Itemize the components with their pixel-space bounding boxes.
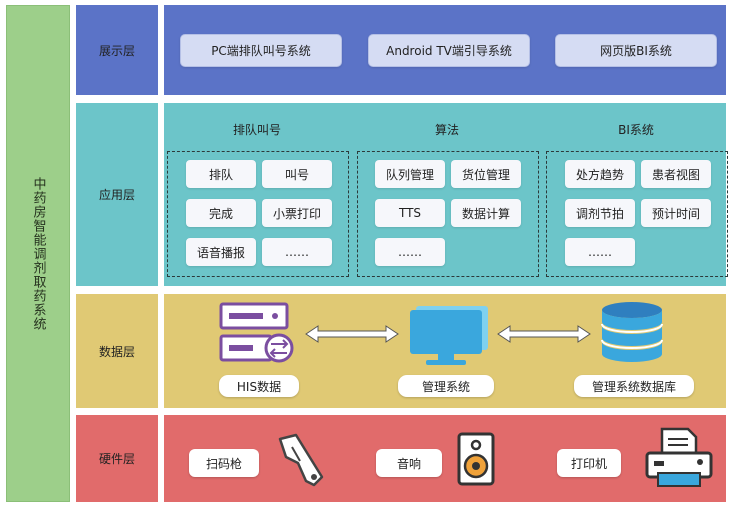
management-system-caption: 管理系统	[398, 375, 494, 397]
system-title: 中药房智能调剂取药系统	[30, 176, 46, 331]
app-item-tts: TTS	[375, 199, 445, 227]
app-item-more: ……	[375, 238, 445, 266]
data-layer-label-cell: 数据层	[76, 294, 158, 408]
application-layer-label: 应用层	[98, 188, 135, 202]
display-layer-content: PC端排队叫号系统 Android TV端引导系统 网页版BI系统	[164, 5, 726, 95]
display-item-label: Android TV端引导系统	[386, 44, 512, 58]
group-title-queue: 排队叫号	[232, 123, 281, 137]
display-item-android-tv: Android TV端引导系统	[368, 34, 530, 67]
app-item-patient-view: 患者视图	[641, 160, 711, 188]
double-arrow-icon	[497, 325, 591, 343]
hardware-layer-label-cell: 硬件层	[76, 415, 158, 502]
monitor-icon	[410, 306, 488, 365]
hardware-printer-label: 打印机	[557, 449, 621, 477]
barcode-scanner-icon	[278, 433, 324, 487]
display-layer-label: 展示层	[98, 43, 135, 58]
data-layer-content: HIS数据 管理系统 管理系统数据库	[164, 294, 726, 408]
app-item-dispense-rhythm: 调剂节拍	[565, 199, 635, 227]
system-title-bar: 中药房智能调剂取药系统	[6, 5, 70, 502]
hardware-speaker-label: 音响	[376, 449, 442, 477]
app-item-prescription-trend: 处方趋势	[565, 160, 635, 188]
group-box-bi	[546, 151, 728, 277]
app-item-receipt-print: 小票打印	[262, 199, 332, 227]
hardware-layer-label: 硬件层	[98, 452, 135, 466]
his-server-icon	[219, 302, 294, 363]
database-icon	[601, 302, 663, 362]
group-box-queue	[167, 151, 349, 277]
double-arrow-icon	[305, 325, 399, 343]
group-box-algorithm	[357, 151, 539, 277]
app-item-data-calc: 数据计算	[451, 199, 521, 227]
app-item-estimated-time: 预计时间	[641, 199, 711, 227]
hardware-scanner-label: 扫码枪	[189, 449, 259, 477]
app-item-more: ……	[565, 238, 635, 266]
app-item-queue-mgmt: 队列管理	[375, 160, 445, 188]
display-item-label: PC端排队叫号系统	[211, 44, 311, 58]
group-title-algorithm: 算法	[434, 123, 459, 137]
display-item-web-bi: 网页版BI系统	[555, 34, 717, 67]
application-layer-label-cell: 应用层	[76, 103, 158, 286]
app-item-call: 叫号	[262, 160, 332, 188]
hardware-layer-content: 扫码枪 音响 打印机	[164, 415, 726, 502]
app-item-queue: 排队	[186, 160, 256, 188]
display-item-label: 网页版BI系统	[600, 44, 672, 58]
printer-icon	[645, 427, 713, 487]
data-layer-label: 数据层	[98, 344, 135, 359]
speaker-icon	[457, 432, 495, 486]
app-item-more: ……	[262, 238, 332, 266]
app-item-complete: 完成	[186, 199, 256, 227]
database-caption: 管理系统数据库	[574, 375, 694, 397]
group-title-bi: BI系统	[618, 123, 654, 137]
his-data-caption: HIS数据	[219, 375, 299, 397]
display-item-pc-queue: PC端排队叫号系统	[180, 34, 342, 67]
app-item-voice-broadcast: 语音播报	[186, 238, 256, 266]
application-layer-content: 排队叫号 算法 BI系统 排队 叫号 完成 小票打印 语音播报 …… 队列管理 …	[164, 103, 728, 286]
display-layer-label-cell: 展示层	[76, 5, 158, 95]
app-item-slot-mgmt: 货位管理	[451, 160, 521, 188]
